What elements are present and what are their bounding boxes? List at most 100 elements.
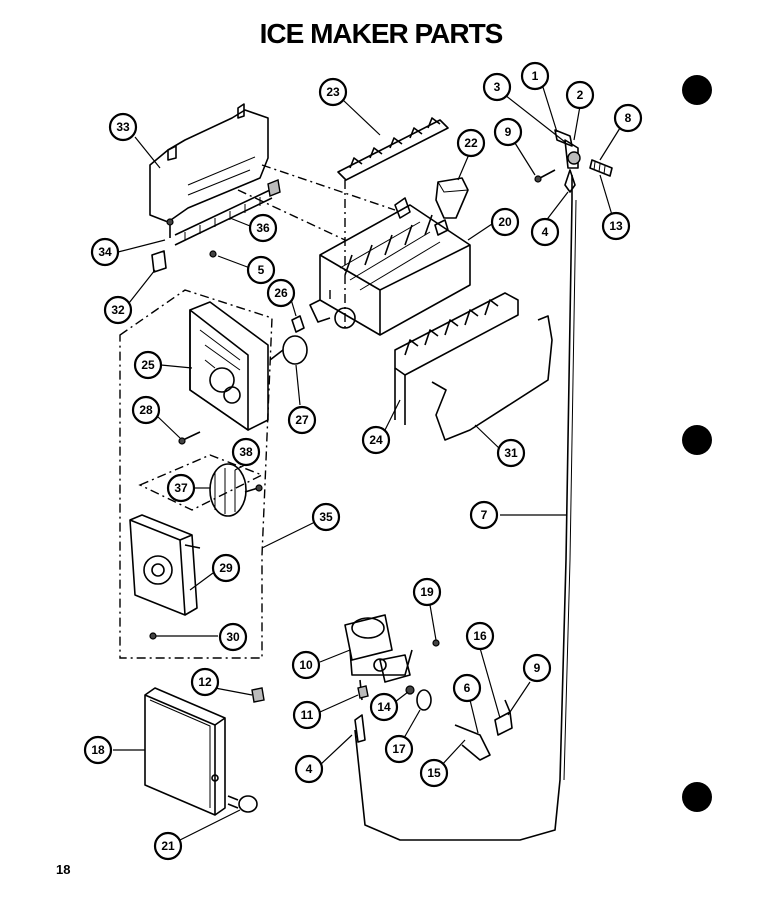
diagram-title: ICE MAKER PARTS (259, 18, 504, 49)
part-bin-cover (144, 687, 226, 816)
svg-text:36: 36 (256, 221, 270, 235)
callout-12: 12 (190, 667, 220, 697)
svg-text:33: 33 (116, 120, 130, 134)
svg-text:26: 26 (274, 286, 288, 300)
callout-34: 34 (90, 237, 120, 267)
part-shutoff-arm (431, 315, 553, 441)
callout-28: 28 (131, 395, 161, 425)
svg-text:6: 6 (464, 681, 471, 695)
binder-hole-bottom (682, 782, 712, 812)
svg-text:20: 20 (498, 215, 512, 229)
callout-16: 16 (465, 621, 495, 651)
callout-6: 6 (452, 673, 482, 703)
svg-text:9: 9 (505, 125, 512, 139)
part-drive-motor (138, 454, 264, 517)
callout-23: 23 (318, 77, 348, 107)
callout-leader-lines (113, 83, 621, 841)
svg-text:5: 5 (258, 263, 265, 277)
svg-text:30: 30 (226, 630, 240, 644)
callout-10: 10 (291, 650, 321, 680)
svg-text:25: 25 (141, 358, 155, 372)
callout-37: 37 (166, 473, 196, 503)
callout-4-bottom: 4 (294, 754, 324, 784)
callout-11: 11 (292, 700, 322, 730)
part-mounting-plate (149, 103, 269, 223)
svg-text:12: 12 (198, 675, 212, 689)
svg-text:9: 9 (534, 661, 541, 675)
svg-text:35: 35 (319, 510, 333, 524)
binder-hole-top (682, 75, 712, 105)
callout-13: 13 (601, 211, 631, 241)
svg-text:37: 37 (174, 481, 188, 495)
part-motor-housing (189, 301, 269, 431)
callout-8: 8 (613, 103, 643, 133)
callout-24: 24 (361, 425, 391, 455)
part-screw-30 (149, 632, 218, 640)
svg-text:7: 7 (481, 508, 488, 522)
page-number: 18 (56, 862, 71, 877)
svg-text:29: 29 (219, 561, 233, 575)
part-wire-harness (174, 179, 281, 246)
svg-text:2: 2 (577, 88, 584, 102)
callout-4-top: 4 (530, 217, 560, 247)
svg-text:32: 32 (111, 303, 125, 317)
callout-2: 2 (565, 80, 595, 110)
callout-32: 32 (103, 295, 133, 325)
svg-text:38: 38 (239, 445, 253, 459)
callout-5: 5 (246, 255, 276, 285)
part-water-valve (344, 614, 440, 701)
svg-text:17: 17 (392, 742, 406, 756)
svg-text:3: 3 (494, 80, 501, 94)
callout-27: 27 (287, 405, 317, 435)
svg-text:8: 8 (625, 111, 632, 125)
part-ice-mold (309, 197, 471, 336)
svg-text:28: 28 (139, 403, 153, 417)
svg-text:4: 4 (542, 225, 549, 239)
callout-14: 14 (369, 692, 399, 722)
svg-text:24: 24 (369, 433, 383, 447)
svg-text:13: 13 (609, 219, 623, 233)
svg-text:11: 11 (301, 708, 314, 722)
part-fill-cup (435, 177, 469, 219)
callout-26: 26 (266, 278, 296, 308)
callout-30: 30 (218, 622, 248, 652)
callout-balloons: 1 2 3 8 9 13 4 22 20 23 33 36 34 5 32 26… (83, 61, 643, 861)
callout-17: 17 (384, 734, 414, 764)
callout-18: 18 (83, 735, 113, 765)
part-water-tube (354, 175, 573, 841)
part-valve-fittings (354, 685, 513, 761)
svg-text:19: 19 (420, 585, 434, 599)
svg-text:22: 22 (464, 136, 478, 150)
binder-hole-middle (682, 425, 712, 455)
part-screw-28 (178, 431, 201, 445)
svg-text:23: 23 (326, 85, 340, 99)
part-plug (251, 687, 265, 703)
part-cover-plate (129, 514, 201, 616)
callout-9-top: 9 (493, 117, 523, 147)
callout-33: 33 (108, 112, 138, 142)
svg-text:16: 16 (473, 629, 487, 643)
callout-19: 19 (412, 577, 442, 607)
svg-text:18: 18 (91, 743, 105, 757)
callout-38: 38 (231, 437, 261, 467)
svg-text:15: 15 (427, 766, 441, 780)
callout-15: 15 (419, 758, 449, 788)
callout-21: 21 (153, 831, 183, 861)
part-knob (227, 795, 258, 813)
svg-text:31: 31 (504, 446, 518, 460)
callout-36: 36 (248, 213, 278, 243)
callout-29: 29 (211, 553, 241, 583)
part-ice-stripper (337, 117, 449, 181)
part-ice-ejector (394, 292, 519, 425)
part-tube-fittings (534, 129, 613, 193)
svg-text:21: 21 (161, 839, 175, 853)
assembly-35-outline (119, 289, 273, 659)
assembly-guide-lines (237, 164, 396, 330)
svg-text:1: 1 (532, 69, 539, 83)
callout-20: 20 (490, 207, 520, 237)
callout-9-bottom: 9 (522, 653, 552, 683)
callout-22: 22 (456, 128, 486, 158)
callout-3: 3 (482, 72, 512, 102)
